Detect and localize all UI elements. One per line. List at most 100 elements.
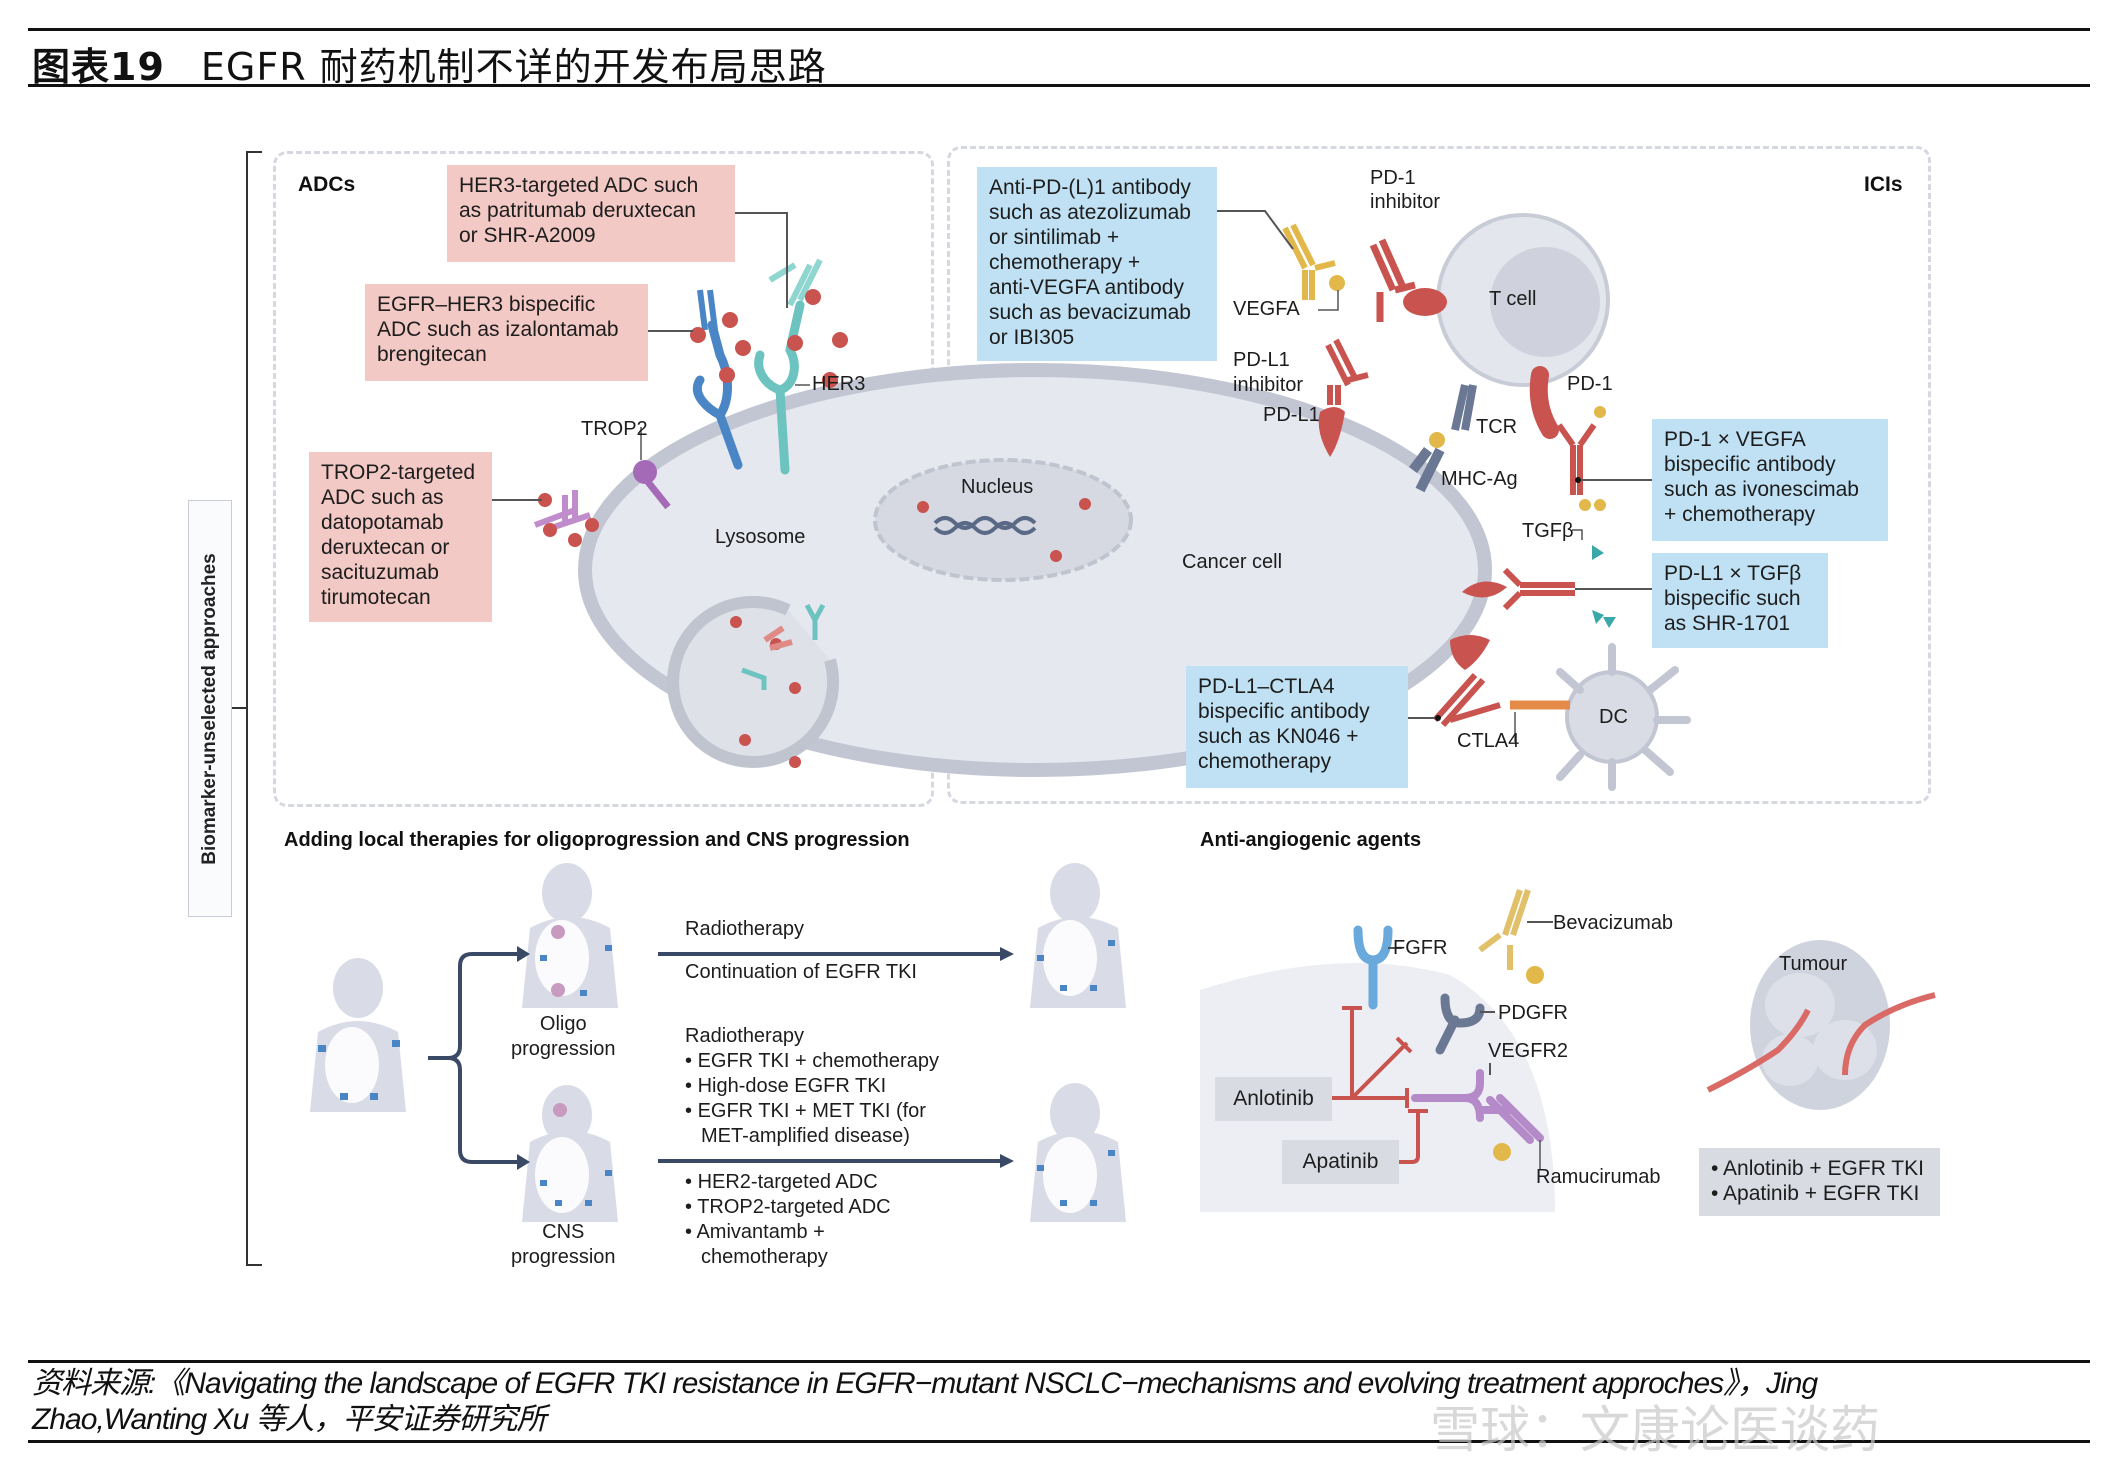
watermark: 雪球：文康论医谈药: [1430, 1401, 1880, 1459]
list-item-text: MET-amplified disease): [701, 1125, 910, 1147]
body-figure-oligo-result: [1030, 863, 1126, 1008]
arrowhead: [517, 946, 530, 962]
mhc-label: MHC-Ag: [1441, 468, 1518, 490]
payload-dot: [1079, 498, 1091, 510]
list-item: • EGFR TKI + MET TKI (for: [685, 1100, 926, 1122]
tcr-label: TCR: [1476, 416, 1518, 438]
anti-pdl1-box: Anti-PD-(L)1 antibody such as atezolizum…: [977, 167, 1217, 361]
pd1-vegfa-box: PD-1 × VEGFA bispecific antibody such as…: [1652, 419, 1888, 541]
vegfa: [1594, 406, 1606, 418]
lysosome-label: Lysosome: [715, 526, 806, 548]
ramucirumab-label: Ramucirumab: [1536, 1166, 1661, 1188]
box-line: Anti-PD-(L)1 antibody: [989, 176, 1191, 199]
box-line: bispecific antibody: [1664, 453, 1836, 476]
bracket-mid-tick: [230, 707, 246, 709]
list-item-text: TROP2-targeted ADC: [697, 1196, 891, 1218]
vegfr2: [1411, 1069, 1544, 1144]
apatinib-label: Apatinib: [1302, 1150, 1379, 1173]
box-line: ADC such as: [321, 486, 444, 509]
payload-dot: [822, 372, 838, 388]
pdgfr-label: PDGFR: [1498, 1002, 1568, 1024]
body-figure-cns: [522, 1085, 618, 1222]
pdgfr: [1435, 993, 1485, 1055]
oligo-label: Oligo progression: [511, 1012, 616, 1062]
egfr-receptor: [693, 320, 743, 470]
source-line: Zhao,Wanting Xu 等人，平安证券研究所: [32, 1403, 547, 1436]
payload-dot: [917, 501, 929, 513]
list-item-text: chemotherapy: [701, 1246, 828, 1268]
angio-combos-box: • Anlotinib + EGFR TKI • Apatinib + EGFR…: [1699, 1148, 1940, 1216]
apatinib-inhibition: [1392, 1109, 1428, 1164]
box-line: as patritumab deruxtecan: [459, 199, 696, 222]
list-item-text: Amivantamb +: [696, 1221, 825, 1243]
antigen: [1429, 432, 1445, 448]
bracket-top-tick: [246, 151, 262, 153]
box-line: EGFR–HER3 bispecific: [377, 293, 596, 316]
pd1-inhibitor: [1369, 238, 1416, 322]
title-rule: [28, 84, 2090, 87]
list-item: • Amivantamb +: [685, 1221, 825, 1243]
label-line: Oligo: [539, 1013, 587, 1035]
list-item-text: HER2-targeted ADC: [697, 1171, 878, 1193]
trop2-label: TROP2: [581, 418, 648, 440]
pdl1-inhibitor-label: PD-L1 inhibitor: [1233, 348, 1303, 398]
side-label: Biomarker-unselected approaches: [188, 500, 232, 917]
anlotinib-label: Anlotinib: [1233, 1087, 1314, 1110]
tumour-label: Tumour: [1779, 953, 1848, 975]
antibody-icon: [804, 603, 826, 640]
vegfr2-label: VEGFR2: [1488, 1040, 1569, 1062]
vegfa: [1493, 1143, 1511, 1161]
tumour-markers: [318, 940, 1115, 1206]
tgfb: [1592, 610, 1604, 624]
list-item: • High-dose EGFR TKI: [685, 1075, 887, 1097]
box-line: brengitecan: [377, 343, 487, 366]
box-line: tirumotecan: [321, 586, 431, 609]
list-item: • EGFR TKI + chemotherapy: [685, 1050, 939, 1072]
local-therapies-title: Adding local therapies for oligoprogress…: [284, 829, 910, 851]
source-top-rule: [28, 1360, 2090, 1363]
mhc-ag: [1409, 447, 1445, 493]
pdl1-on-cell: [1450, 635, 1490, 670]
list-item: chemotherapy: [685, 1245, 891, 1270]
body-figure-oligo: [522, 863, 618, 1008]
leader-line: [1205, 210, 1294, 250]
box-line: PD-L1–CTLA4: [1198, 675, 1335, 698]
payload-dot: [543, 523, 557, 537]
leader-line: [1572, 529, 1583, 540]
leader-dot: [1435, 715, 1441, 721]
box-line: bispecific antibody: [1198, 700, 1370, 723]
pdl1-label: PD-L1: [1263, 404, 1320, 426]
pd1-label: PD-1: [1567, 373, 1613, 395]
vegfa-label: VEGFA: [1233, 298, 1300, 320]
list-item-text: Apatinib + EGFR TKI: [1723, 1182, 1920, 1205]
pdl1-ctla4-box: PD-L1–CTLA4 bispecific antibody such as …: [1186, 666, 1408, 788]
anlotinib-box: Anlotinib: [1215, 1077, 1332, 1121]
pd1: [1403, 288, 1447, 316]
her3-adc-box: HER3-targeted ADC such as patritumab der…: [447, 165, 735, 262]
pdl1-tgfb-box: PD-L1 × TGFβ bispecific such as SHR-1701: [1652, 553, 1828, 648]
payload-dot: [585, 518, 599, 532]
box-line: bispecific such: [1664, 587, 1801, 610]
label-line: inhibitor: [1370, 191, 1441, 213]
box-line: chemotherapy: [1198, 750, 1332, 773]
tumour-icon: [1706, 940, 1936, 1110]
fgfr-label: FGFR: [1393, 937, 1448, 959]
pd1-inhibitor-label: PD-1 inhibitor: [1370, 166, 1440, 214]
payload-dot: [538, 493, 552, 507]
adcs-title: ADCs: [298, 173, 356, 196]
leader-line: [1318, 290, 1339, 311]
angio-title: Anti-angiogenic agents: [1200, 829, 1422, 851]
box-line: or sintilimab +: [989, 226, 1120, 249]
pdl1-on-cell: [1462, 581, 1507, 598]
payload-dot: [832, 332, 848, 348]
box-line: or SHR-A2009: [459, 224, 596, 247]
trop2-stem: [645, 479, 671, 510]
box-line: as SHR-1701: [1664, 612, 1791, 635]
cns-below-list: • HER2-targeted ADC • TROP2-targeted ADC…: [685, 1170, 891, 1270]
label-line: progression: [511, 1038, 616, 1060]
lysosome: [667, 595, 840, 768]
pd1-receptor: [1529, 366, 1559, 439]
antibody-icon: [741, 667, 767, 690]
trop2-adc-box: TROP2-targeted ADC such as datopotamab d…: [309, 452, 492, 622]
label-line: CNS: [542, 1221, 585, 1243]
